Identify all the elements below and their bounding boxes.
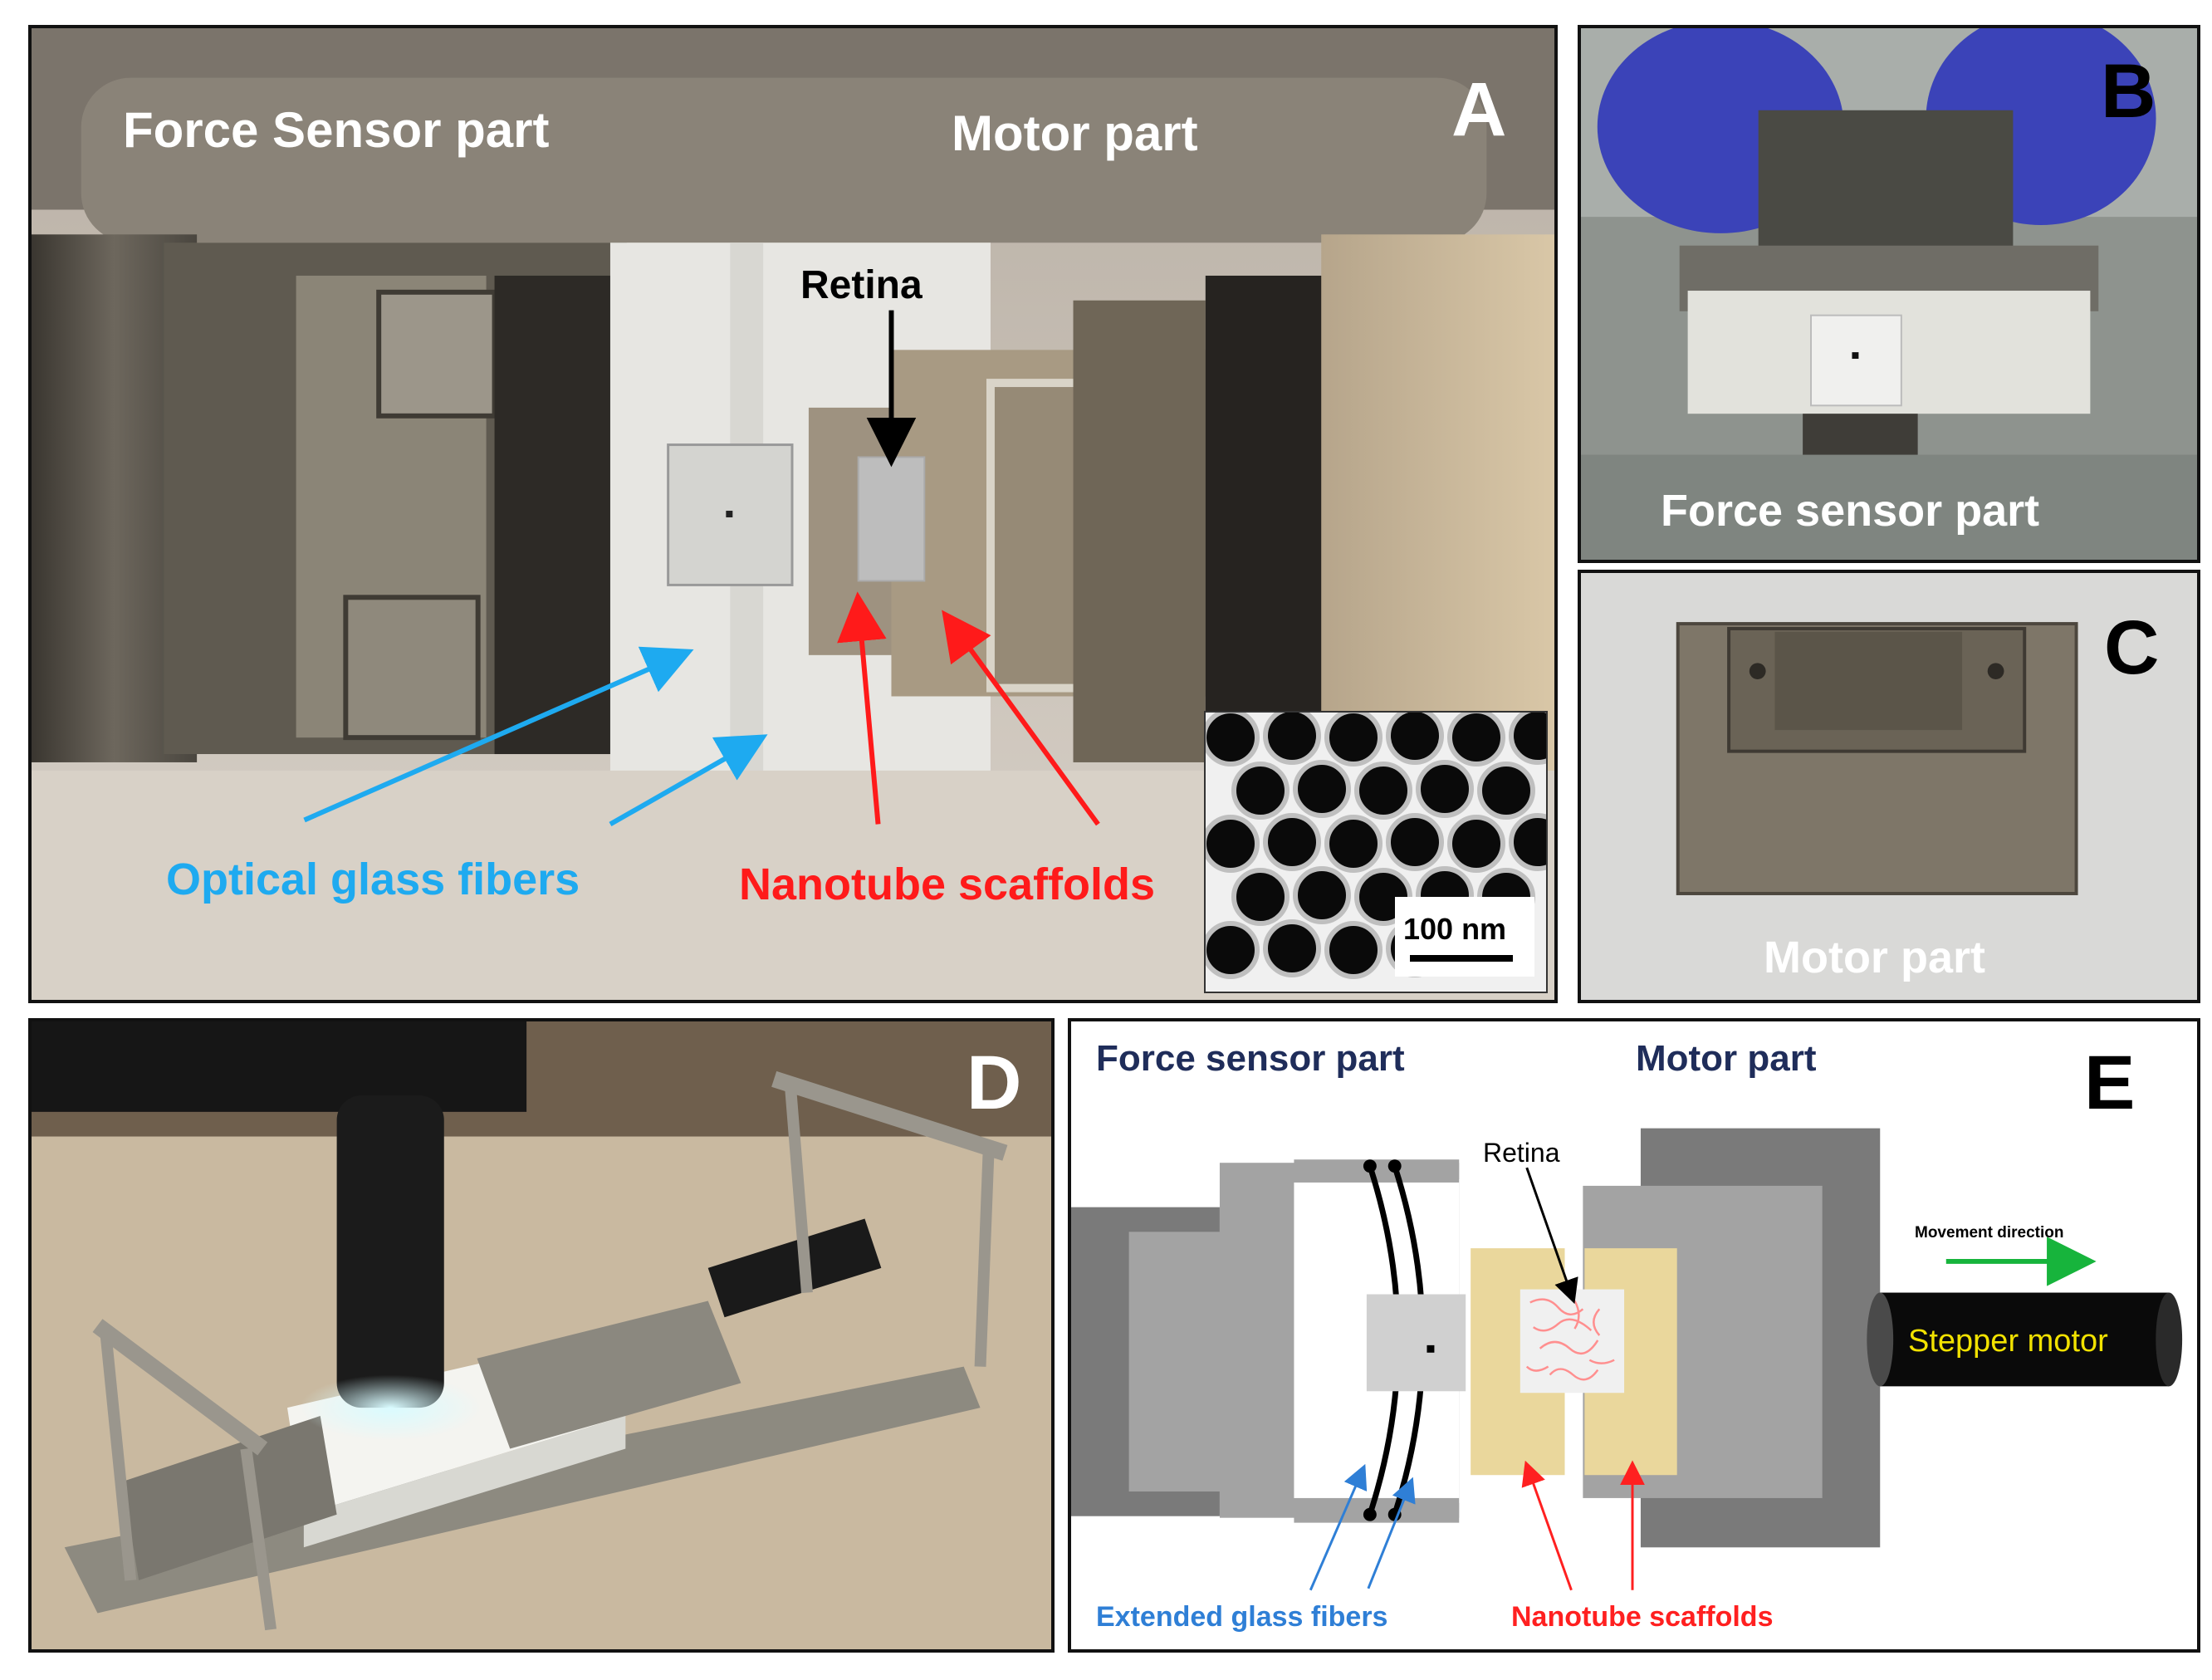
panel-d: D xyxy=(28,1018,1055,1653)
panel-e-letter: E xyxy=(2084,1041,2136,1125)
scale-bar xyxy=(1410,955,1513,962)
retina-fibers xyxy=(1525,1298,1615,1381)
panel-a: Force Sensor part Motor part A Retina Op… xyxy=(28,25,1558,1003)
panel-e: Force sensor part Motor part E Retina Mo… xyxy=(1068,1018,2200,1653)
panel-c: C Motor part xyxy=(1578,570,2200,1003)
panel-b-letter: B xyxy=(2101,49,2156,134)
panel-a-letter: A xyxy=(1451,67,1507,152)
panel-e-movement-label: Movement direction xyxy=(1915,1224,2064,1242)
panel-a-fibers-label: Optical glass fibers xyxy=(166,855,580,904)
panel-e-stepper-label: Stepper motor xyxy=(1908,1324,2108,1359)
panel-e-fibers-label: Extended glass fibers xyxy=(1096,1601,1388,1633)
panel-b: B Force sensor part xyxy=(1578,25,2200,563)
panel-c-photo xyxy=(1581,573,2197,1000)
panel-e-force-sensor-label: Force sensor part xyxy=(1096,1038,1405,1079)
panel-a-retina-label: Retina xyxy=(800,263,922,307)
panel-c-letter: C xyxy=(2104,605,2160,690)
fiber-pointer-2 xyxy=(1367,1477,1416,1589)
panel-b-photo xyxy=(1581,28,2197,560)
panel-c-caption: Motor part xyxy=(1764,933,1985,982)
panel-e-diagram xyxy=(1071,1128,2183,1591)
panel-e-motor-label: Motor part xyxy=(1636,1038,1817,1079)
panel-e-retina-label: Retina xyxy=(1483,1138,1560,1168)
scale-bar-label: 100 nm xyxy=(1403,912,1507,946)
sem-inset: 100 nm xyxy=(1204,711,1548,993)
panel-a-motor-label: Motor part xyxy=(952,105,1198,161)
scaffold-pointer-1 xyxy=(1521,1460,1573,1591)
panel-d-photo xyxy=(32,1021,1051,1649)
panel-e-scaffolds-label: Nanotube scaffolds xyxy=(1511,1601,1774,1633)
scale-bar-box: 100 nm xyxy=(1395,897,1534,977)
microscope xyxy=(336,1095,444,1408)
stepper-motor-end-right xyxy=(2156,1292,2183,1387)
force-sensor-attachment xyxy=(1366,1294,1466,1392)
panel-d-letter: D xyxy=(967,1041,1022,1125)
panel-a-scaffolds-label: Nanotube scaffolds xyxy=(739,860,1156,909)
panel-b-caption: Force sensor part xyxy=(1661,486,2040,536)
retina-pointer xyxy=(1525,1167,1578,1305)
retina-sample xyxy=(1520,1289,1625,1393)
sem-inset-image xyxy=(1206,713,1546,992)
fiber-pointer-1 xyxy=(1309,1463,1368,1591)
stepper-motor-end-left xyxy=(1867,1292,1894,1387)
stepper-motor-body xyxy=(1880,1292,2170,1387)
panel-a-force-sensor-label: Force Sensor part xyxy=(123,102,550,158)
